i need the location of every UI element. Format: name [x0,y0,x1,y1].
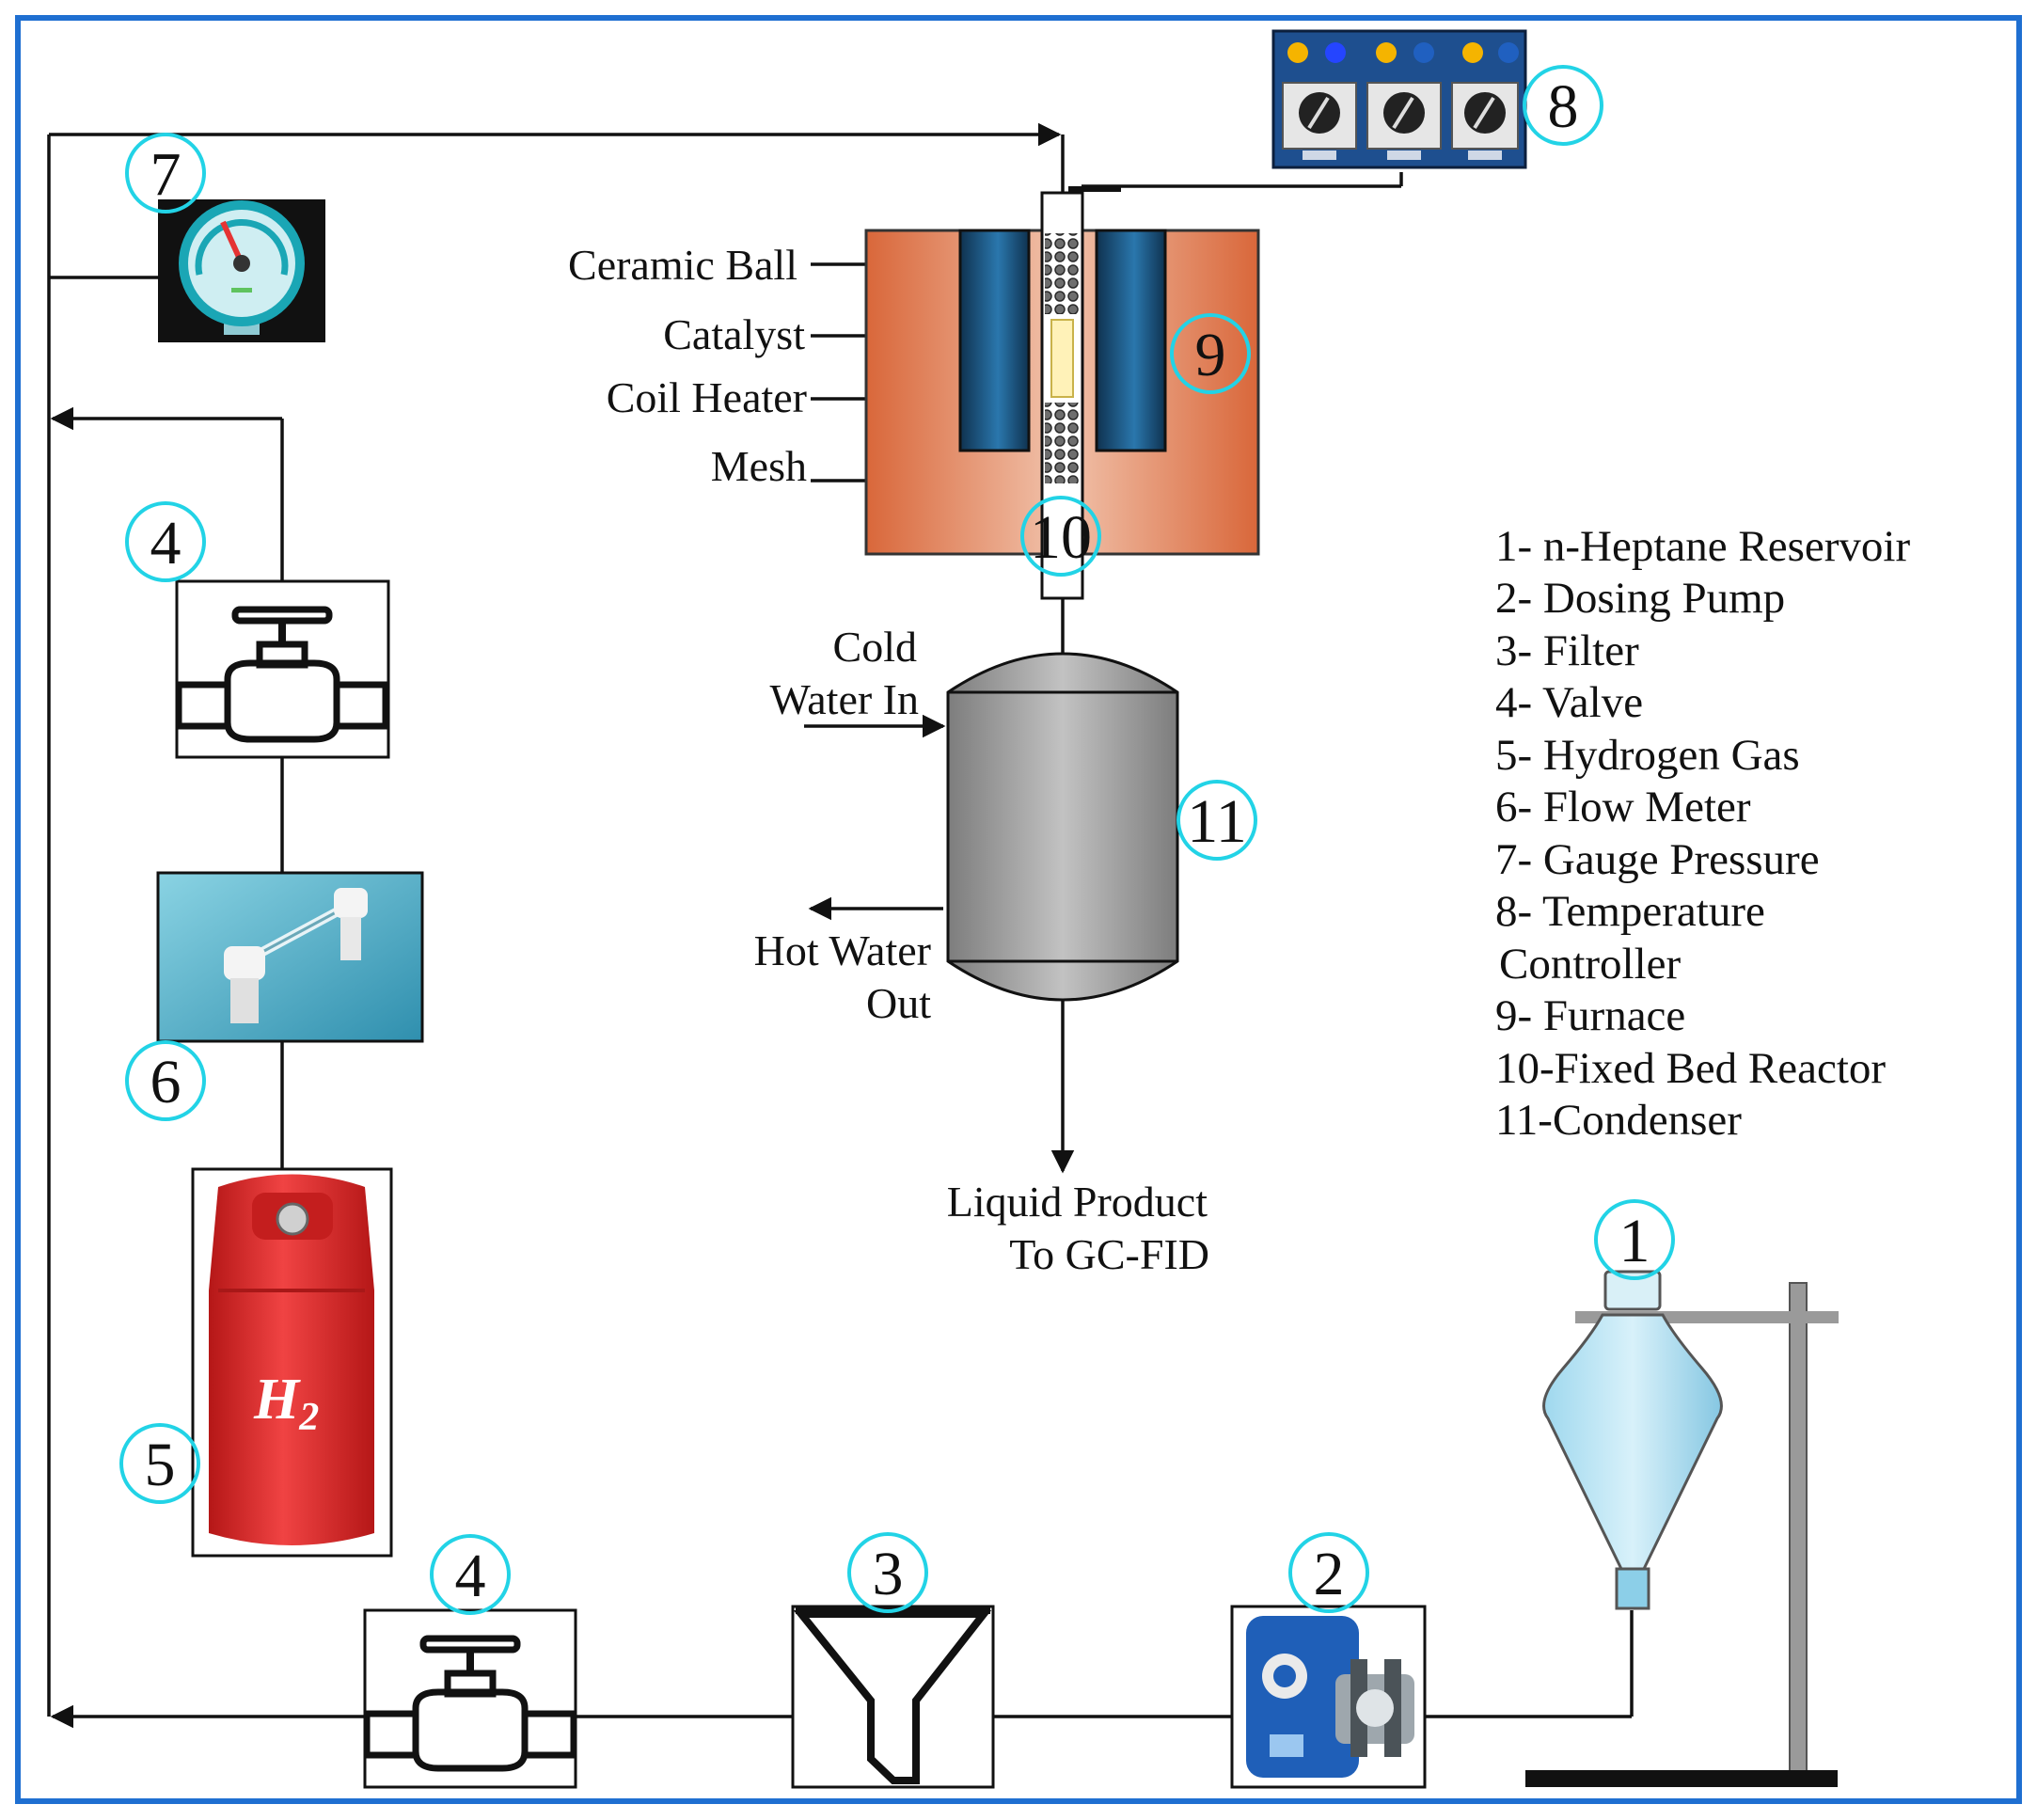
legend-item: 11-Condenser [1495,1096,1742,1145]
label-hot-water-1: Hot Water [754,926,931,974]
catalyst-bed [1050,319,1074,398]
badge-6: 6 [125,1040,206,1121]
svg-text:1: 1 [1619,1207,1650,1275]
badge-5: 5 [119,1423,200,1504]
badge-11: 11 [1176,780,1257,861]
badge-7: 7 [125,133,206,214]
svg-text:2: 2 [1314,1540,1345,1608]
legend-item: 10-Fixed Bed Reactor [1495,1044,1886,1093]
gas-cylinder-icon: H2 [191,1167,393,1558]
gate-valve-icon [175,579,390,759]
svg-text:6: 6 [150,1048,182,1116]
legend-item: 6- Flow Meter [1495,783,1751,831]
ceramic-ball-bed [1045,233,1080,314]
legend-item: 7- Gauge Pressure [1495,835,1820,884]
outer-frame [15,15,2022,1804]
badge-8: 8 [1523,65,1603,146]
label-catalyst: Catalyst [663,310,805,358]
label-cold-water-1: Cold [833,623,917,671]
svg-text:7: 7 [150,140,182,209]
badge-4: 4 [430,1534,511,1615]
coil-heater-left [958,229,1031,452]
legend: 1- n-Heptane Reservoir 2- Dosing Pump 3-… [1495,522,1910,1145]
pressure-gauge-icon [158,199,325,342]
badge-1: 1 [1594,1199,1675,1280]
legend-item: Controller [1499,940,1682,989]
coil-heater-right [1095,229,1167,452]
funnel-filter-icon [791,1605,995,1789]
svg-text:11: 11 [1187,787,1247,856]
label-liquid-product-1: Liquid Product [947,1178,1208,1226]
label-hot-water-2: Out [866,979,931,1027]
legend-item: 4- Valve [1495,678,1643,727]
svg-text:4: 4 [455,1542,486,1610]
label-cold-water-2: Water In [770,675,919,723]
fixed-bed-reactor [1040,186,1121,600]
condenser [946,652,1179,1002]
svg-text:9: 9 [1195,321,1226,389]
temperature-controller-icon [1271,29,1527,169]
svg-text:H2: H2 [253,1368,319,1439]
label-mesh: Mesh [711,442,807,490]
svg-text:10: 10 [1030,503,1092,572]
legend-item: 5- Hydrogen Gas [1495,731,1800,780]
mesh-bed [1045,403,1080,483]
legend-item: 8- Temperature [1495,887,1765,936]
legend-item: 3- Filter [1495,626,1639,675]
badge-9: 9 [1170,313,1251,394]
label-liquid-product-2: To GC-FID [1009,1230,1209,1278]
component-labels: Ceramic Ball Catalyst Coil Heater Mesh C… [568,241,1209,1278]
svg-text:3: 3 [873,1540,904,1608]
number-badges: 1 2 3 4 4 5 6 7 8 9 10 11 [119,65,1675,1615]
svg-text:8: 8 [1548,72,1579,141]
badge-10: 10 [1020,496,1101,577]
dosing-pump-icon [1230,1605,1427,1789]
svg-text:5: 5 [145,1431,176,1499]
label-ceramic-ball: Ceramic Ball [568,241,797,289]
rotameter-icon [156,871,424,1043]
legend-item: 9- Furnace [1495,991,1685,1040]
svg-text:4: 4 [150,509,182,578]
separatory-funnel-icon [1525,1270,1839,1787]
legend-item: 1- n-Heptane Reservoir [1495,522,1910,571]
badge-4: 4 [125,501,206,582]
badge-3: 3 [847,1532,928,1613]
label-coil-heater: Coil Heater [607,373,807,421]
badge-2: 2 [1288,1532,1369,1613]
legend-item: 2- Dosing Pump [1495,574,1785,623]
gate-valve-icon [363,1608,577,1789]
